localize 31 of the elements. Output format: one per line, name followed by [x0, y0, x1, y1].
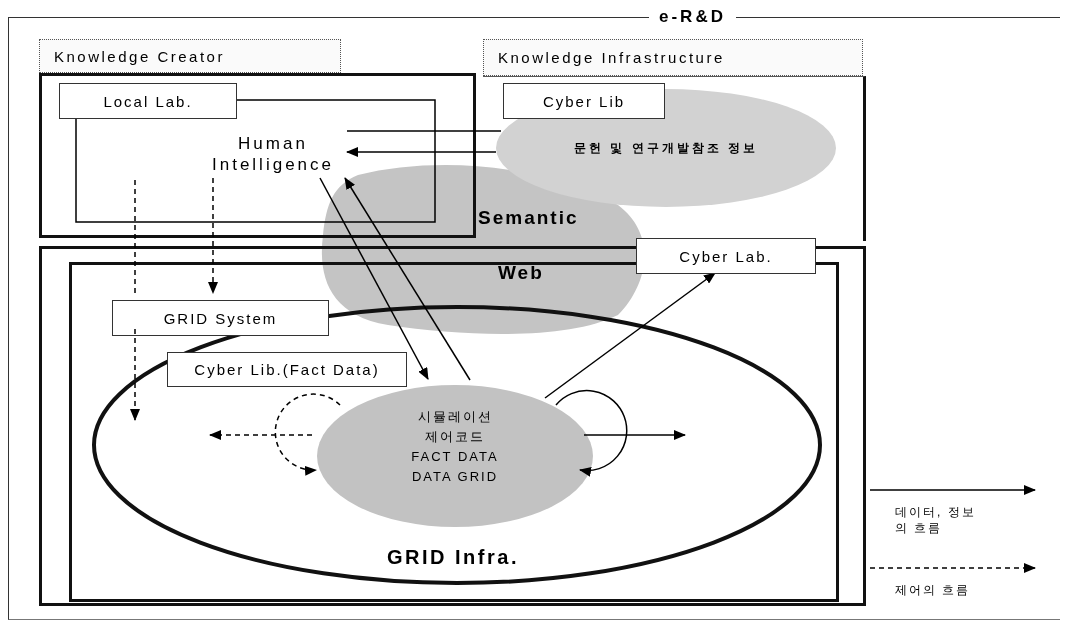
arrow	[583, 430, 686, 440]
cloud-text: 제어코드	[425, 428, 485, 446]
arrow	[555, 389, 628, 477]
cloud-text: 문헌 및 연구개발참조 정보	[573, 140, 759, 157]
region-label: GRID Infra.	[387, 546, 519, 569]
legend-text: 데이터, 정보의 흐름	[895, 504, 977, 537]
cloud-text: FACT DATA	[411, 448, 499, 466]
arrow	[319, 177, 429, 380]
legend-text: 제어의 흐름	[895, 582, 972, 599]
arrow	[208, 177, 218, 294]
connector-line	[134, 179, 136, 294]
label-box: GRID System	[112, 300, 329, 336]
arrow	[346, 147, 497, 157]
connector-line	[346, 130, 502, 132]
arrow	[544, 272, 716, 399]
connector-line	[75, 99, 436, 223]
region-title: Knowledge Creator	[39, 39, 341, 73]
cloud-text: 시뮬레이션	[417, 408, 493, 426]
label-box: Local Lab.	[59, 83, 237, 119]
arrow	[344, 177, 471, 381]
arrow	[209, 430, 313, 440]
node-text: Human Intelligence	[198, 129, 348, 179]
cloud-text: DATA GRID	[411, 468, 499, 486]
label-box: Cyber Lib.(Fact Data)	[167, 352, 407, 387]
arrow	[130, 328, 140, 421]
area-label: Web	[498, 262, 544, 284]
label-box: Cyber Lab.	[636, 238, 816, 274]
label-box: Cyber Lib	[503, 83, 665, 119]
region-title: Knowledge Infrastructure	[483, 39, 863, 76]
area-label: Semantic	[478, 207, 579, 229]
arrow	[274, 393, 341, 476]
